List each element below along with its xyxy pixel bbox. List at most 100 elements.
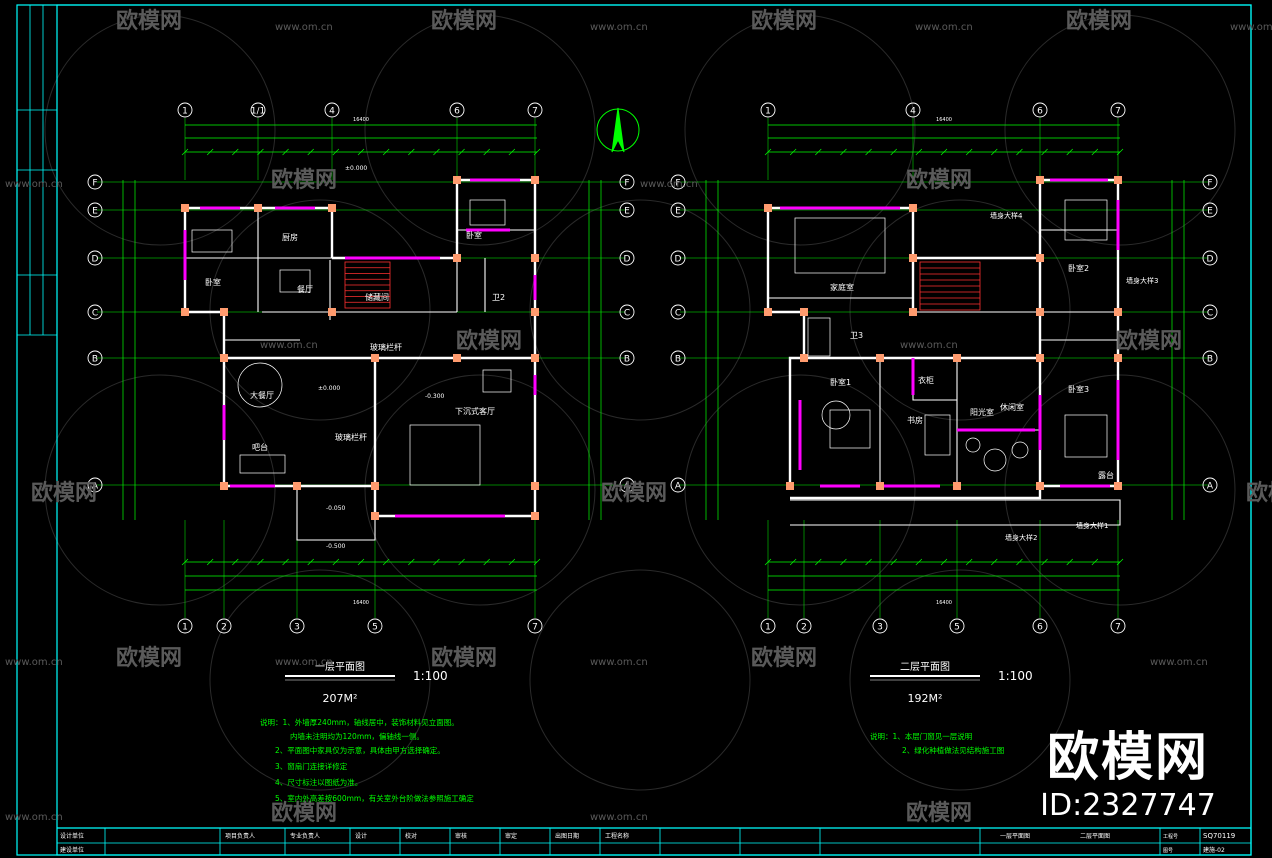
axis-bubble-circle (619, 477, 635, 493)
axis-bubble-left: A (87, 477, 103, 493)
room-label: 卧室2 (1068, 263, 1089, 273)
dim-tick (1091, 558, 1099, 566)
axis-bubble-bottom: 1 (760, 618, 776, 634)
dim-tick (357, 558, 365, 566)
watermark-brand-small: 欧模网 (116, 645, 182, 671)
furniture-circle (983, 448, 1007, 472)
axis-bubble-left: E (87, 202, 103, 218)
column (800, 354, 808, 362)
title-block-drawing-name: 一层平面图 (1000, 833, 1030, 840)
elevation-label: -0.500 (326, 543, 346, 550)
axis-bubble-label: D (1207, 255, 1214, 265)
watermark-brand-small: 欧模网 (751, 645, 817, 671)
room-label: 卫2 (492, 293, 505, 302)
axis-bubble-label: E (624, 207, 630, 217)
axis-bubble-label: C (624, 309, 630, 319)
axis-bubble-label: A (624, 482, 631, 492)
column (181, 204, 189, 212)
axis-bubble-label: 6 (1037, 623, 1043, 633)
axis-bubble-label: B (1207, 355, 1213, 365)
watermark-url: www.om.cn (5, 657, 63, 668)
room-label: 厨房 (282, 232, 298, 242)
axis-bubble-circle (670, 350, 686, 366)
title-block-code-label: 工程号 (1163, 833, 1178, 840)
axis-bubble-label: 4 (329, 107, 335, 117)
axis-bubble-label: B (92, 355, 98, 365)
furniture-circle (1011, 441, 1029, 459)
column (1114, 482, 1122, 490)
room-label: 下沉式客厅 (455, 406, 495, 416)
title-block: 设计单位建设单位项目负责人专业负责人设计校对审核审定出图日期工程名称一层平面图二… (57, 827, 1251, 855)
watermark-brand-small: 欧模网 (601, 480, 667, 506)
columns (181, 176, 539, 520)
axis-bubble-right: C (619, 304, 635, 320)
axis-bubble-label: F (624, 179, 629, 189)
axis-bubble-label: 7 (1115, 107, 1121, 117)
column (953, 482, 961, 490)
axis-bubble-circle (619, 350, 635, 366)
watermark-circles (44, 14, 1236, 791)
title-block-cell: 审定 (505, 832, 517, 840)
axis-bubble-circle (527, 618, 543, 634)
axis-bubble-label: B (624, 355, 630, 365)
note-line: 5、室内外高差按600mm，有关室外台阶做法参照施工确定 (275, 793, 474, 803)
axis-bubble-left: D (670, 250, 686, 266)
column (371, 482, 379, 490)
room-label: 餐厅 (297, 285, 313, 294)
column (953, 354, 961, 362)
axis-bubble-left: B (670, 350, 686, 366)
dim-tick (1091, 148, 1099, 156)
dim-tick (408, 558, 415, 566)
axis-bubble-label: 1/1 (251, 107, 265, 117)
watermark-url: www.om.cn (915, 22, 973, 33)
axis-bubble-label: A (1207, 482, 1214, 492)
axis-bubble-label: 3 (294, 623, 300, 633)
dim-tick (915, 558, 923, 566)
axis-bubble-circle (619, 250, 635, 266)
watermark-url: www.om.cn (1150, 657, 1208, 668)
dim-tick (508, 558, 516, 566)
axis-bubble-bottom: 3 (872, 618, 888, 634)
axis-bubble-top: 4 (324, 102, 340, 118)
axis-bubble-circle (760, 618, 776, 634)
dim-tick (840, 558, 847, 566)
axis-bubble-circle (1110, 618, 1126, 634)
column (800, 308, 808, 316)
axis-bubble-circle (87, 250, 103, 266)
dim-tick (1041, 148, 1048, 156)
dim-tick (332, 558, 340, 566)
axis-bubble-circle (177, 618, 193, 634)
axis-bubble-circle (250, 102, 266, 118)
axis-bubble-circle (1202, 202, 1218, 218)
title-block-cell: 专业负责人 (290, 832, 320, 840)
title-block-sheet-label: 图号 (1163, 848, 1173, 854)
axis-bubble-top: 7 (1110, 102, 1126, 118)
watermark-brand-small: 欧模网 (271, 800, 337, 826)
dim-tick (865, 148, 872, 156)
note-line: 2、平面图中家具仅为示意，具体由甲方选择确定。 (275, 745, 445, 755)
column (876, 354, 884, 362)
room-label: 吧台 (252, 442, 268, 452)
note-line: 内墙未注明均为120mm，偏轴线一侧。 (290, 731, 424, 741)
axis-bubble-circle (87, 304, 103, 320)
axis-bubble-left: B (87, 350, 103, 366)
note-line: 说明：1、本层门窗见一层说明 (870, 731, 972, 741)
dim-tick (433, 558, 440, 566)
axis-bubble-bottom: 7 (1110, 618, 1126, 634)
furniture-rect (239, 454, 286, 474)
axis-bubble-right: A (1202, 477, 1218, 493)
watermark-url: www.om.cn (640, 179, 698, 190)
column (909, 254, 917, 262)
dim-tick (1016, 148, 1023, 156)
axis-bubble-circle (670, 202, 686, 218)
plan-scale: 1:100 (413, 669, 448, 683)
axis-bubble-bottom: 2 (216, 618, 232, 634)
dimension-lines (122, 124, 602, 591)
axis-bubble-circle (87, 350, 103, 366)
axis-bubble-circle (289, 618, 305, 634)
watermark-brand-small: 欧模网 (751, 8, 817, 34)
axis-bubble-label: 7 (532, 107, 538, 117)
axis-bubble-circle (796, 618, 812, 634)
